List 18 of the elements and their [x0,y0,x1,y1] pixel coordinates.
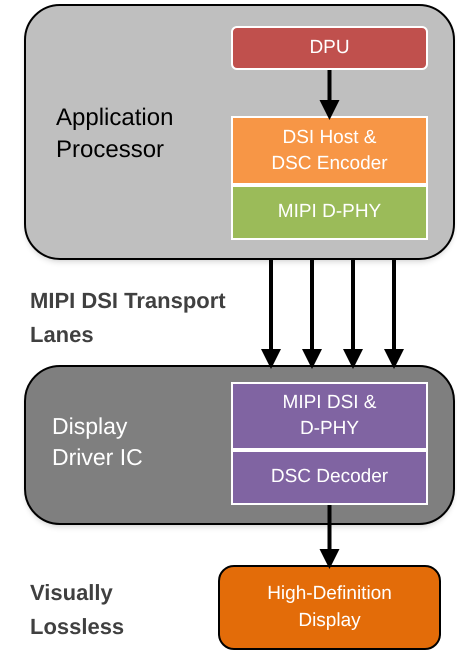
block-label: Application Processor [56,103,174,166]
side-label: Visually Lossless [30,579,126,642]
arrow [343,260,363,369]
arrow [320,505,340,569]
process-box: MIPI D-PHY [231,185,428,240]
arrow [384,260,404,369]
process-box: DPU [231,26,428,70]
block-label: Display Driver IC [52,412,144,472]
processor-block [24,4,455,260]
arrow [320,70,340,120]
process-box: DSC Decoder [231,450,428,505]
arrow [302,260,322,369]
display-box: High-Definition Display [218,565,441,650]
driver-block [24,365,455,525]
side-label: MIPI DSI Transport Lanes [30,287,227,350]
process-box: DSI Host & DSC Encoder [231,116,428,185]
process-box: MIPI DSI & D-PHY [231,382,428,450]
arrow [261,260,281,369]
